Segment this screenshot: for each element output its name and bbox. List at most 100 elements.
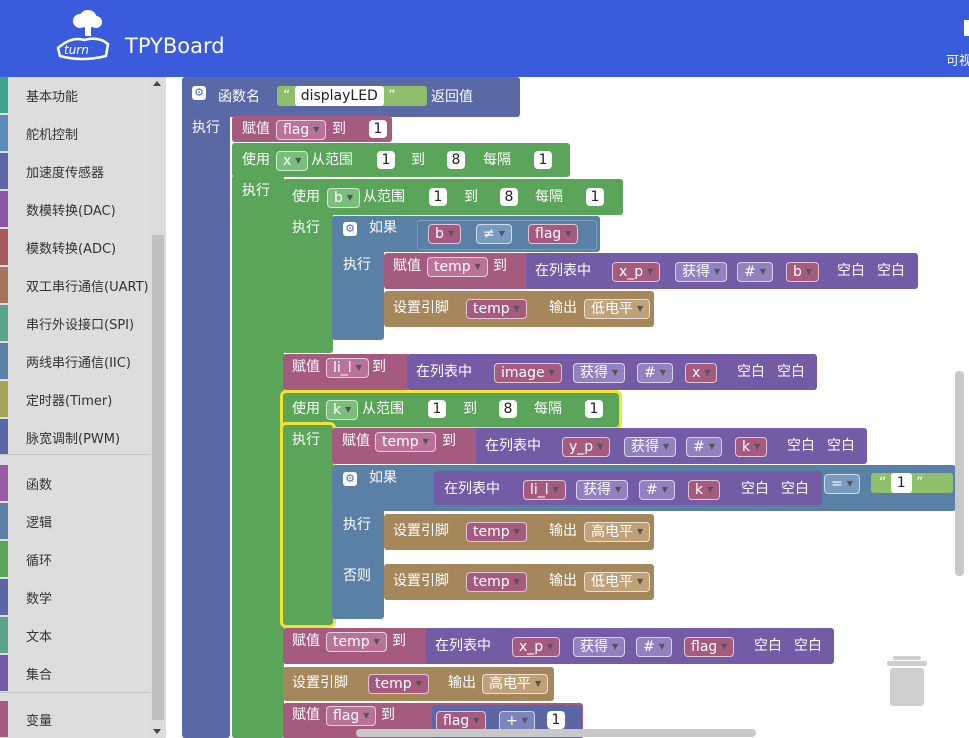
output-label: 输出 (549, 523, 577, 539)
trash-can-icon[interactable] (887, 654, 927, 706)
sidebar-scroll-thumb[interactable] (152, 235, 164, 720)
var-temp-dropdown[interactable]: temp▼ (466, 299, 527, 319)
category-label: 基本功能 (26, 90, 79, 105)
category-color-bar (0, 701, 8, 737)
sidebar-category[interactable]: 舵机控制 (0, 115, 150, 152)
number-field[interactable]: 1 (429, 188, 447, 206)
number-field[interactable]: 8 (447, 151, 465, 169)
blockly-workspace[interactable]: ⚙ 函数名 “ displayLED ” 返回值 执行 赋值 flag▼ 到 1… (166, 77, 969, 738)
get-dropdown[interactable]: 获得▼ (573, 363, 626, 383)
var-temp-dropdown[interactable]: temp▼ (375, 432, 436, 452)
gear-icon[interactable]: ⚙ (343, 222, 357, 236)
number-field[interactable]: 8 (500, 188, 518, 206)
vertical-scrollbar[interactable] (955, 371, 964, 576)
sidebar-category[interactable]: 数学 (0, 579, 150, 616)
get-dropdown[interactable]: 获得▼ (624, 437, 677, 457)
sidebar-category[interactable]: 基本功能 (0, 77, 150, 114)
get-dropdown[interactable]: 获得▼ (576, 480, 629, 500)
sidebar-category[interactable]: 加速度传感器 (0, 153, 150, 190)
var-k-dropdown[interactable]: k▼ (688, 480, 721, 500)
sidebar-category[interactable]: 双工串行通信(UART) (0, 267, 150, 304)
number-field[interactable]: 1 (585, 400, 603, 418)
var-flag-dropdown[interactable]: flag▼ (276, 120, 327, 140)
var-li_l-dropdown[interactable]: li_l▼ (326, 358, 369, 378)
category-label: 加速度传感器 (26, 166, 105, 181)
hash-dropdown[interactable]: #▼ (737, 262, 773, 282)
if-label: 如果 (369, 470, 397, 486)
var-temp-dropdown[interactable]: temp▼ (466, 522, 527, 542)
number-field[interactable]: 1 (377, 151, 395, 169)
var-temp-dropdown[interactable]: temp▼ (368, 674, 429, 694)
category-label: 模数转换(ADC) (26, 242, 117, 257)
list-get-block[interactable] (426, 628, 834, 664)
level-dropdown[interactable]: 低电平▼ (584, 572, 651, 592)
in-list-label: 在列表中 (435, 638, 491, 654)
header-visual-link[interactable]: 可视 (946, 54, 969, 69)
hash-dropdown[interactable]: #▼ (637, 363, 673, 383)
var-flag-dropdown[interactable]: flag▼ (326, 706, 377, 726)
var-image-dropdown[interactable]: image▼ (494, 363, 562, 383)
sidebar-category[interactable]: 文本 (0, 617, 150, 654)
number-field[interactable]: 1 (428, 400, 446, 418)
var-y_p-dropdown[interactable]: y_p▼ (562, 437, 611, 457)
func-name-value[interactable]: displayLED (294, 86, 384, 106)
string-value[interactable]: 1 (890, 473, 912, 493)
var-flag-dropdown[interactable]: flag▼ (436, 711, 487, 731)
var-temp-dropdown[interactable]: temp▼ (427, 257, 488, 277)
var-b-dropdown[interactable]: b▼ (428, 224, 462, 244)
var-flag-dropdown[interactable]: flag▼ (684, 637, 735, 657)
level-dropdown[interactable]: 高电平▼ (584, 522, 651, 542)
number-field[interactable]: 1 (547, 711, 565, 729)
number-field[interactable]: 1 (534, 151, 552, 169)
get-dropdown[interactable]: 获得▼ (573, 637, 626, 657)
var-x_p-dropdown[interactable]: x_p▼ (512, 637, 561, 657)
sidebar-category[interactable]: 集合 (0, 655, 150, 692)
sidebar-category[interactable]: 串行外设接口(SPI) (0, 305, 150, 342)
var-b-dropdown[interactable]: b▼ (327, 188, 361, 208)
sidebar-category[interactable]: 逻辑 (0, 503, 150, 540)
var-b-dropdown[interactable]: b▼ (786, 262, 820, 282)
if-block-spine (332, 250, 384, 340)
scroll-up-arrow-icon[interactable] (153, 81, 161, 86)
operator-dropdown[interactable]: =▼ (824, 474, 860, 494)
number-field[interactable]: 1 (586, 188, 604, 206)
level-dropdown[interactable]: 高电平▼ (482, 674, 549, 694)
sidebar-category[interactable]: 模数转换(ADC) (0, 229, 150, 266)
operator-dropdown[interactable]: ≠▼ (476, 224, 512, 244)
number-field[interactable]: 8 (499, 400, 517, 418)
var-flag-dropdown[interactable]: flag▼ (528, 224, 579, 244)
hash-dropdown[interactable]: #▼ (639, 480, 675, 500)
hash-dropdown[interactable]: #▼ (636, 637, 672, 657)
var-x-dropdown[interactable]: x▼ (276, 151, 309, 171)
string-literal[interactable]: “ 1 ” (871, 473, 953, 493)
sidebar-category[interactable]: 循环 (0, 541, 150, 578)
get-dropdown[interactable]: 获得▼ (675, 262, 728, 282)
var-x-dropdown[interactable]: x▼ (685, 363, 718, 383)
category-label: 变量 (26, 714, 53, 729)
sidebar-category[interactable]: 数模转换(DAC) (0, 191, 150, 228)
sidebar-category[interactable]: 定时器(Timer) (0, 381, 150, 418)
hash-dropdown[interactable]: #▼ (686, 437, 722, 457)
sidebar-category[interactable]: 变量 (0, 701, 150, 738)
scroll-down-arrow-icon[interactable] (153, 729, 161, 734)
level-dropdown[interactable]: 低电平▼ (584, 299, 651, 319)
var-temp-dropdown[interactable]: temp▼ (466, 572, 527, 592)
func-name-field[interactable]: “ displayLED ” (277, 86, 427, 106)
var-li_l-dropdown[interactable]: li_l▼ (523, 480, 566, 500)
var-k-dropdown[interactable]: k▼ (735, 437, 768, 457)
category-label: 集合 (26, 668, 53, 683)
horizontal-scrollbar[interactable] (356, 729, 756, 737)
sidebar-category[interactable]: 脉宽调制(PWM) (0, 419, 150, 456)
menu-icon[interactable] (964, 20, 969, 36)
sidebar-category[interactable]: 函数 (0, 465, 150, 502)
var-temp-dropdown[interactable]: temp▼ (326, 632, 387, 652)
var-x_p-dropdown[interactable]: x_p▼ (612, 262, 661, 282)
gear-icon[interactable]: ⚙ (343, 472, 357, 486)
every-label: 每隔 (534, 401, 562, 417)
sidebar-category[interactable]: 两线串行通信(IIC) (0, 343, 150, 380)
number-field[interactable]: 1 (369, 120, 387, 138)
operator-dropdown[interactable]: +▼ (499, 711, 535, 731)
var-k-dropdown[interactable]: k▼ (326, 400, 359, 420)
gear-icon[interactable]: ⚙ (192, 86, 206, 100)
category-color-bar (0, 655, 8, 691)
